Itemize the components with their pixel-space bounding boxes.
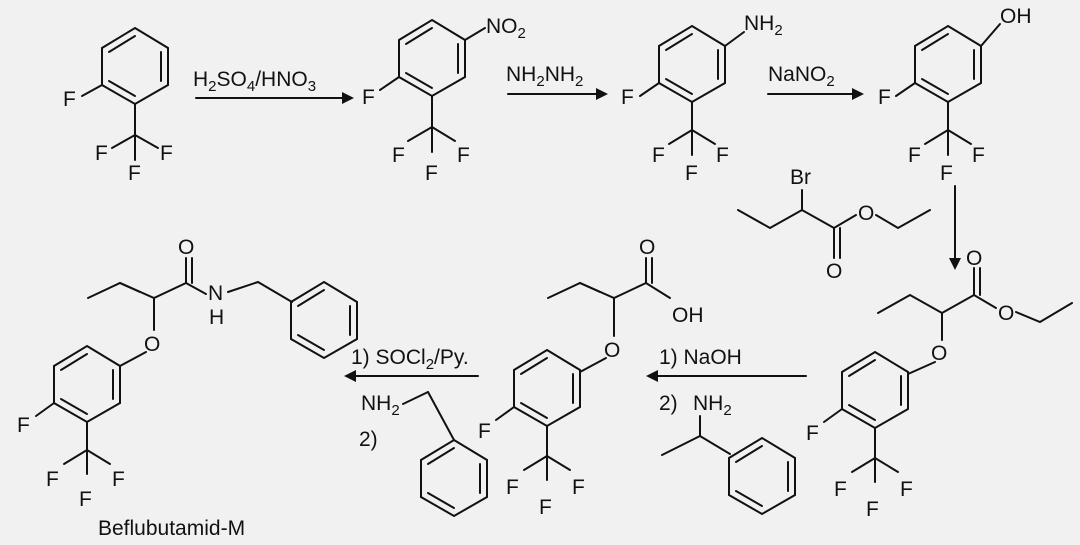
hydroxyl-group: OH	[672, 304, 704, 327]
amine-group: NH2	[361, 392, 400, 419]
atom-label: F	[362, 86, 375, 109]
compound-aniline-intermediate: NH2 F F F F	[621, 12, 783, 185]
reagent-ethyl-2-bromobutanoate: Br O O	[737, 166, 931, 283]
nitro-group: NO2	[486, 15, 526, 42]
atom-label: F	[46, 468, 59, 491]
atom-label: F	[17, 414, 30, 437]
atom-label: H	[209, 306, 224, 329]
atom-label: O	[966, 247, 982, 270]
atom-label: O	[931, 342, 947, 365]
reagent-label-3: NaNO2	[768, 63, 835, 90]
atom-label: F	[972, 144, 985, 167]
compound-name-label: Beflubutamid-M	[98, 517, 245, 540]
amine-group: NH2	[693, 392, 732, 419]
atom-label: O	[858, 202, 874, 225]
atom-label: F	[834, 478, 847, 501]
atom-label: F	[478, 420, 491, 443]
reaction-arrow-2: NH2NH2	[506, 63, 608, 100]
atom-label: F	[878, 86, 891, 109]
compound-phenol-intermediate: OH F F F F	[878, 5, 1032, 185]
atom-label: F	[940, 162, 953, 185]
reagent-label-2: NH2NH2	[506, 63, 583, 90]
atom-label: F	[79, 488, 92, 511]
atom-label: F	[572, 476, 585, 499]
reagent-label-1: H2SO4/HNO3	[193, 68, 316, 95]
atom-label: F	[128, 162, 141, 185]
atom-label: F	[539, 496, 552, 519]
atom-label: F	[95, 142, 108, 165]
atom-label: F	[63, 88, 76, 111]
atom-label: F	[621, 86, 634, 109]
reagent-label-5b: 2)	[659, 392, 678, 415]
atom-label: O	[144, 333, 160, 356]
atom-label: F	[685, 162, 698, 185]
reaction-arrow-6: 1) SOCl2/Py. NH2 2)	[344, 346, 488, 518]
reagent-label-6c: 2)	[359, 428, 378, 451]
atom-label: F	[866, 498, 879, 521]
reaction-arrow-3: NaNO2	[767, 63, 864, 100]
atom-label: F	[900, 478, 913, 501]
atom-label: F	[506, 476, 519, 499]
atom-label: O	[639, 236, 655, 259]
atom-label: O	[826, 260, 842, 283]
atom-label: F	[908, 144, 921, 167]
compound-nitro-intermediate: NO2 F F F F	[362, 15, 526, 185]
reagent-label-6a: 1) SOCl2/Py.	[351, 346, 469, 373]
atom-label: F	[652, 144, 665, 167]
compound-2-fluorobenzotrifluoride: F F F F	[63, 26, 173, 185]
atom-label: F	[806, 422, 819, 445]
compound-beflubutamid-m: O N H O F F F F Beflubutamid-M	[17, 236, 358, 540]
reagent-label-5a: 1) NaOH	[659, 346, 742, 369]
atom-label: O	[178, 236, 194, 259]
atom-label: F	[425, 162, 438, 185]
atom-label: F	[392, 144, 405, 167]
amine-group: NH2	[744, 12, 783, 39]
atom-label: F	[112, 468, 125, 491]
reaction-arrow-1: H2SO4/HNO3	[193, 68, 354, 104]
hydroxyl-group: OH	[1000, 5, 1032, 28]
reaction-arrow-4	[949, 185, 961, 270]
compound-ester-intermediate: O O O F F F F	[806, 247, 1073, 521]
atom-label: O	[604, 339, 620, 362]
atom-label: F	[716, 144, 729, 167]
reaction-arrow-5: 1) NaOH 2) NH2	[646, 346, 807, 516]
atom-label: N	[208, 282, 223, 305]
compound-acid-intermediate: O OH O F F F F	[478, 236, 704, 519]
atom-label: O	[998, 302, 1014, 325]
bromine-label: Br	[790, 166, 811, 189]
atom-label: F	[160, 142, 173, 165]
atom-label: F	[457, 144, 470, 167]
